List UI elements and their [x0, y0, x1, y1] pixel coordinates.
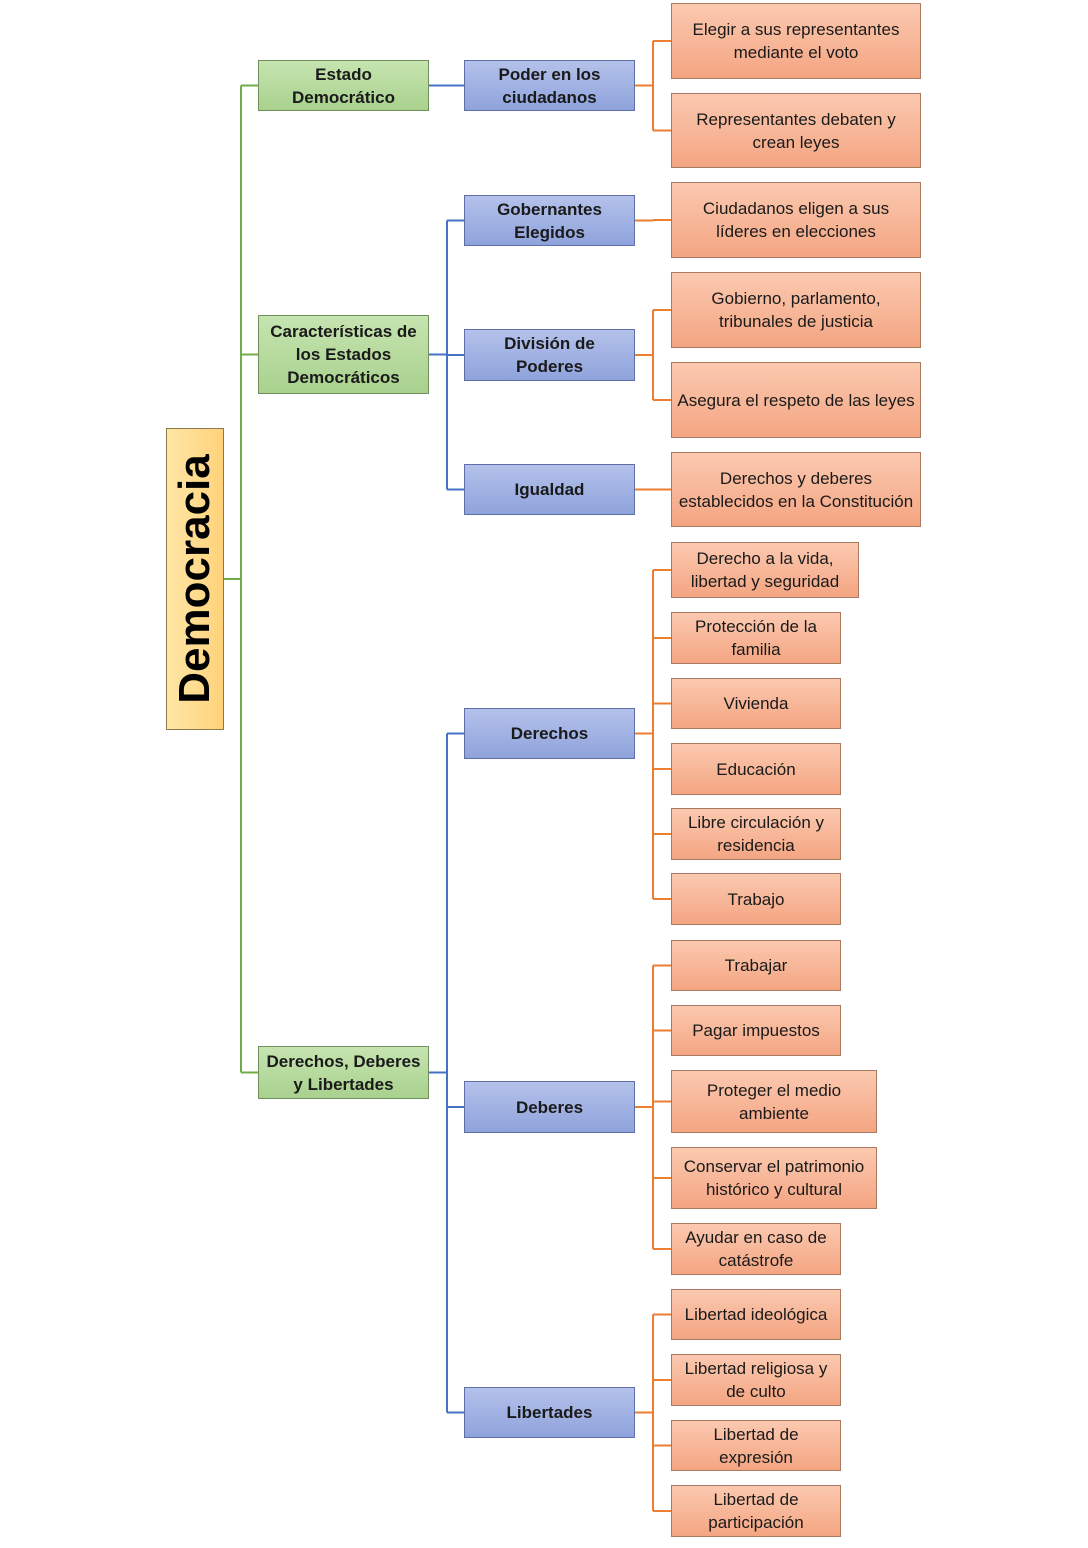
leaf-pagar-impuestos: Pagar impuestos — [671, 1005, 841, 1056]
leaf-libertad-expresion: Libertad de expresión — [671, 1420, 841, 1471]
root-node: Democracia — [166, 428, 224, 730]
leaf-elegir-representantes: Elegir a sus representantes mediante el … — [671, 3, 921, 79]
leaf-vivienda: Vivienda — [671, 678, 841, 729]
leaf-derechos-deberes-constitucion: Derechos y deberes establecidos en la Co… — [671, 452, 921, 527]
leaf-libertad-participacion: Libertad de participación — [671, 1485, 841, 1537]
leaf-ciudadanos-eligen: Ciudadanos eligen a sus líderes en elecc… — [671, 182, 921, 258]
branch-estado-democratico: Estado Democrático — [258, 60, 429, 111]
leaf-respeto-leyes: Asegura el respeto de las leyes — [671, 362, 921, 438]
leaf-gobierno-parlamento: Gobierno, parlamento, tribunales de just… — [671, 272, 921, 348]
node-division-poderes: División de Poderes — [464, 329, 635, 381]
branch-derechos-deberes-libertades: Derechos, Deberes y Libertades — [258, 1046, 429, 1099]
leaf-catastrofe: Ayudar en caso de catástrofe — [671, 1223, 841, 1275]
leaf-libre-circulacion: Libre circulación y residencia — [671, 808, 841, 860]
leaf-educacion: Educación — [671, 743, 841, 795]
node-deberes: Deberes — [464, 1081, 635, 1133]
node-libertades: Libertades — [464, 1387, 635, 1438]
branch-caracteristicas: Características de los Estados Democráti… — [258, 315, 429, 394]
leaf-medio-ambiente: Proteger el medio ambiente — [671, 1070, 877, 1133]
leaf-trabajar: Trabajar — [671, 940, 841, 991]
leaf-derecho-vida: Derecho a la vida, libertad y seguridad — [671, 542, 859, 598]
leaf-libertad-religiosa: Libertad religiosa y de culto — [671, 1354, 841, 1406]
leaf-proteccion-familia: Protección de la familia — [671, 612, 841, 664]
leaf-trabajo: Trabajo — [671, 873, 841, 925]
root-label: Democracia — [170, 454, 219, 704]
node-poder-ciudadanos: Poder en los ciudadanos — [464, 60, 635, 111]
node-igualdad: Igualdad — [464, 464, 635, 515]
leaf-libertad-ideologica: Libertad ideológica — [671, 1289, 841, 1340]
node-derechos: Derechos — [464, 708, 635, 759]
leaf-patrimonio: Conservar el patrimonio histórico y cult… — [671, 1147, 877, 1209]
node-gobernantes-elegidos: Gobernantes Elegidos — [464, 195, 635, 246]
leaf-representantes-leyes: Representantes debaten y crean leyes — [671, 93, 921, 168]
